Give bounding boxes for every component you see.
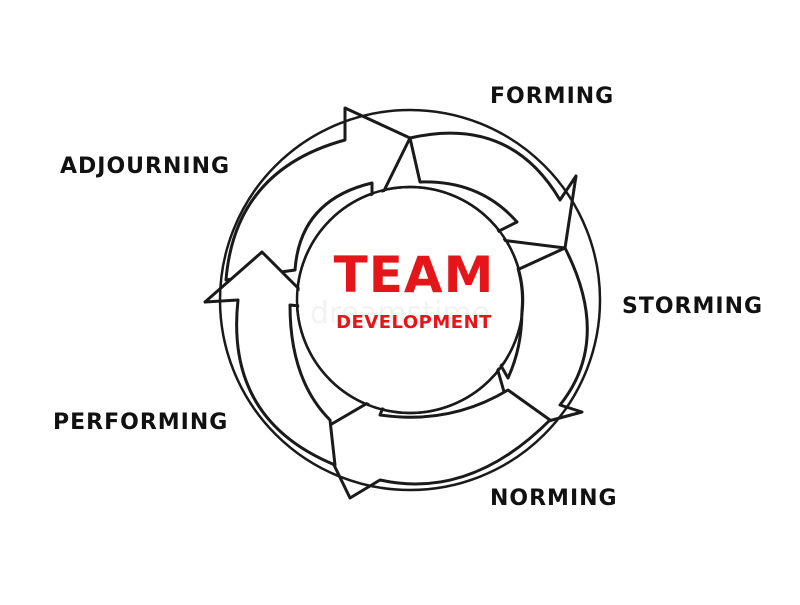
stage-label-norming: NORMING <box>490 486 618 511</box>
watermark: dreamstime <box>309 296 491 331</box>
center-subtitle: DEVELOPMENT <box>336 312 492 333</box>
arrow-adjourning-to-forming <box>224 106 412 282</box>
stage-label-forming: FORMING <box>490 84 615 109</box>
arrow-forming-to-storming <box>408 131 578 250</box>
center-title: TEAM <box>333 246 495 304</box>
inner-circle-fill <box>299 189 521 411</box>
inner-circle-outline <box>295 185 525 415</box>
stage-label-adjourning: ADJOURNING <box>60 154 231 179</box>
outer-circle <box>218 108 602 492</box>
arrow-norming-to-performing <box>316 388 552 500</box>
stage-label-performing: PERFORMING <box>53 410 229 435</box>
stage-label-storming: STORMING <box>622 294 764 319</box>
